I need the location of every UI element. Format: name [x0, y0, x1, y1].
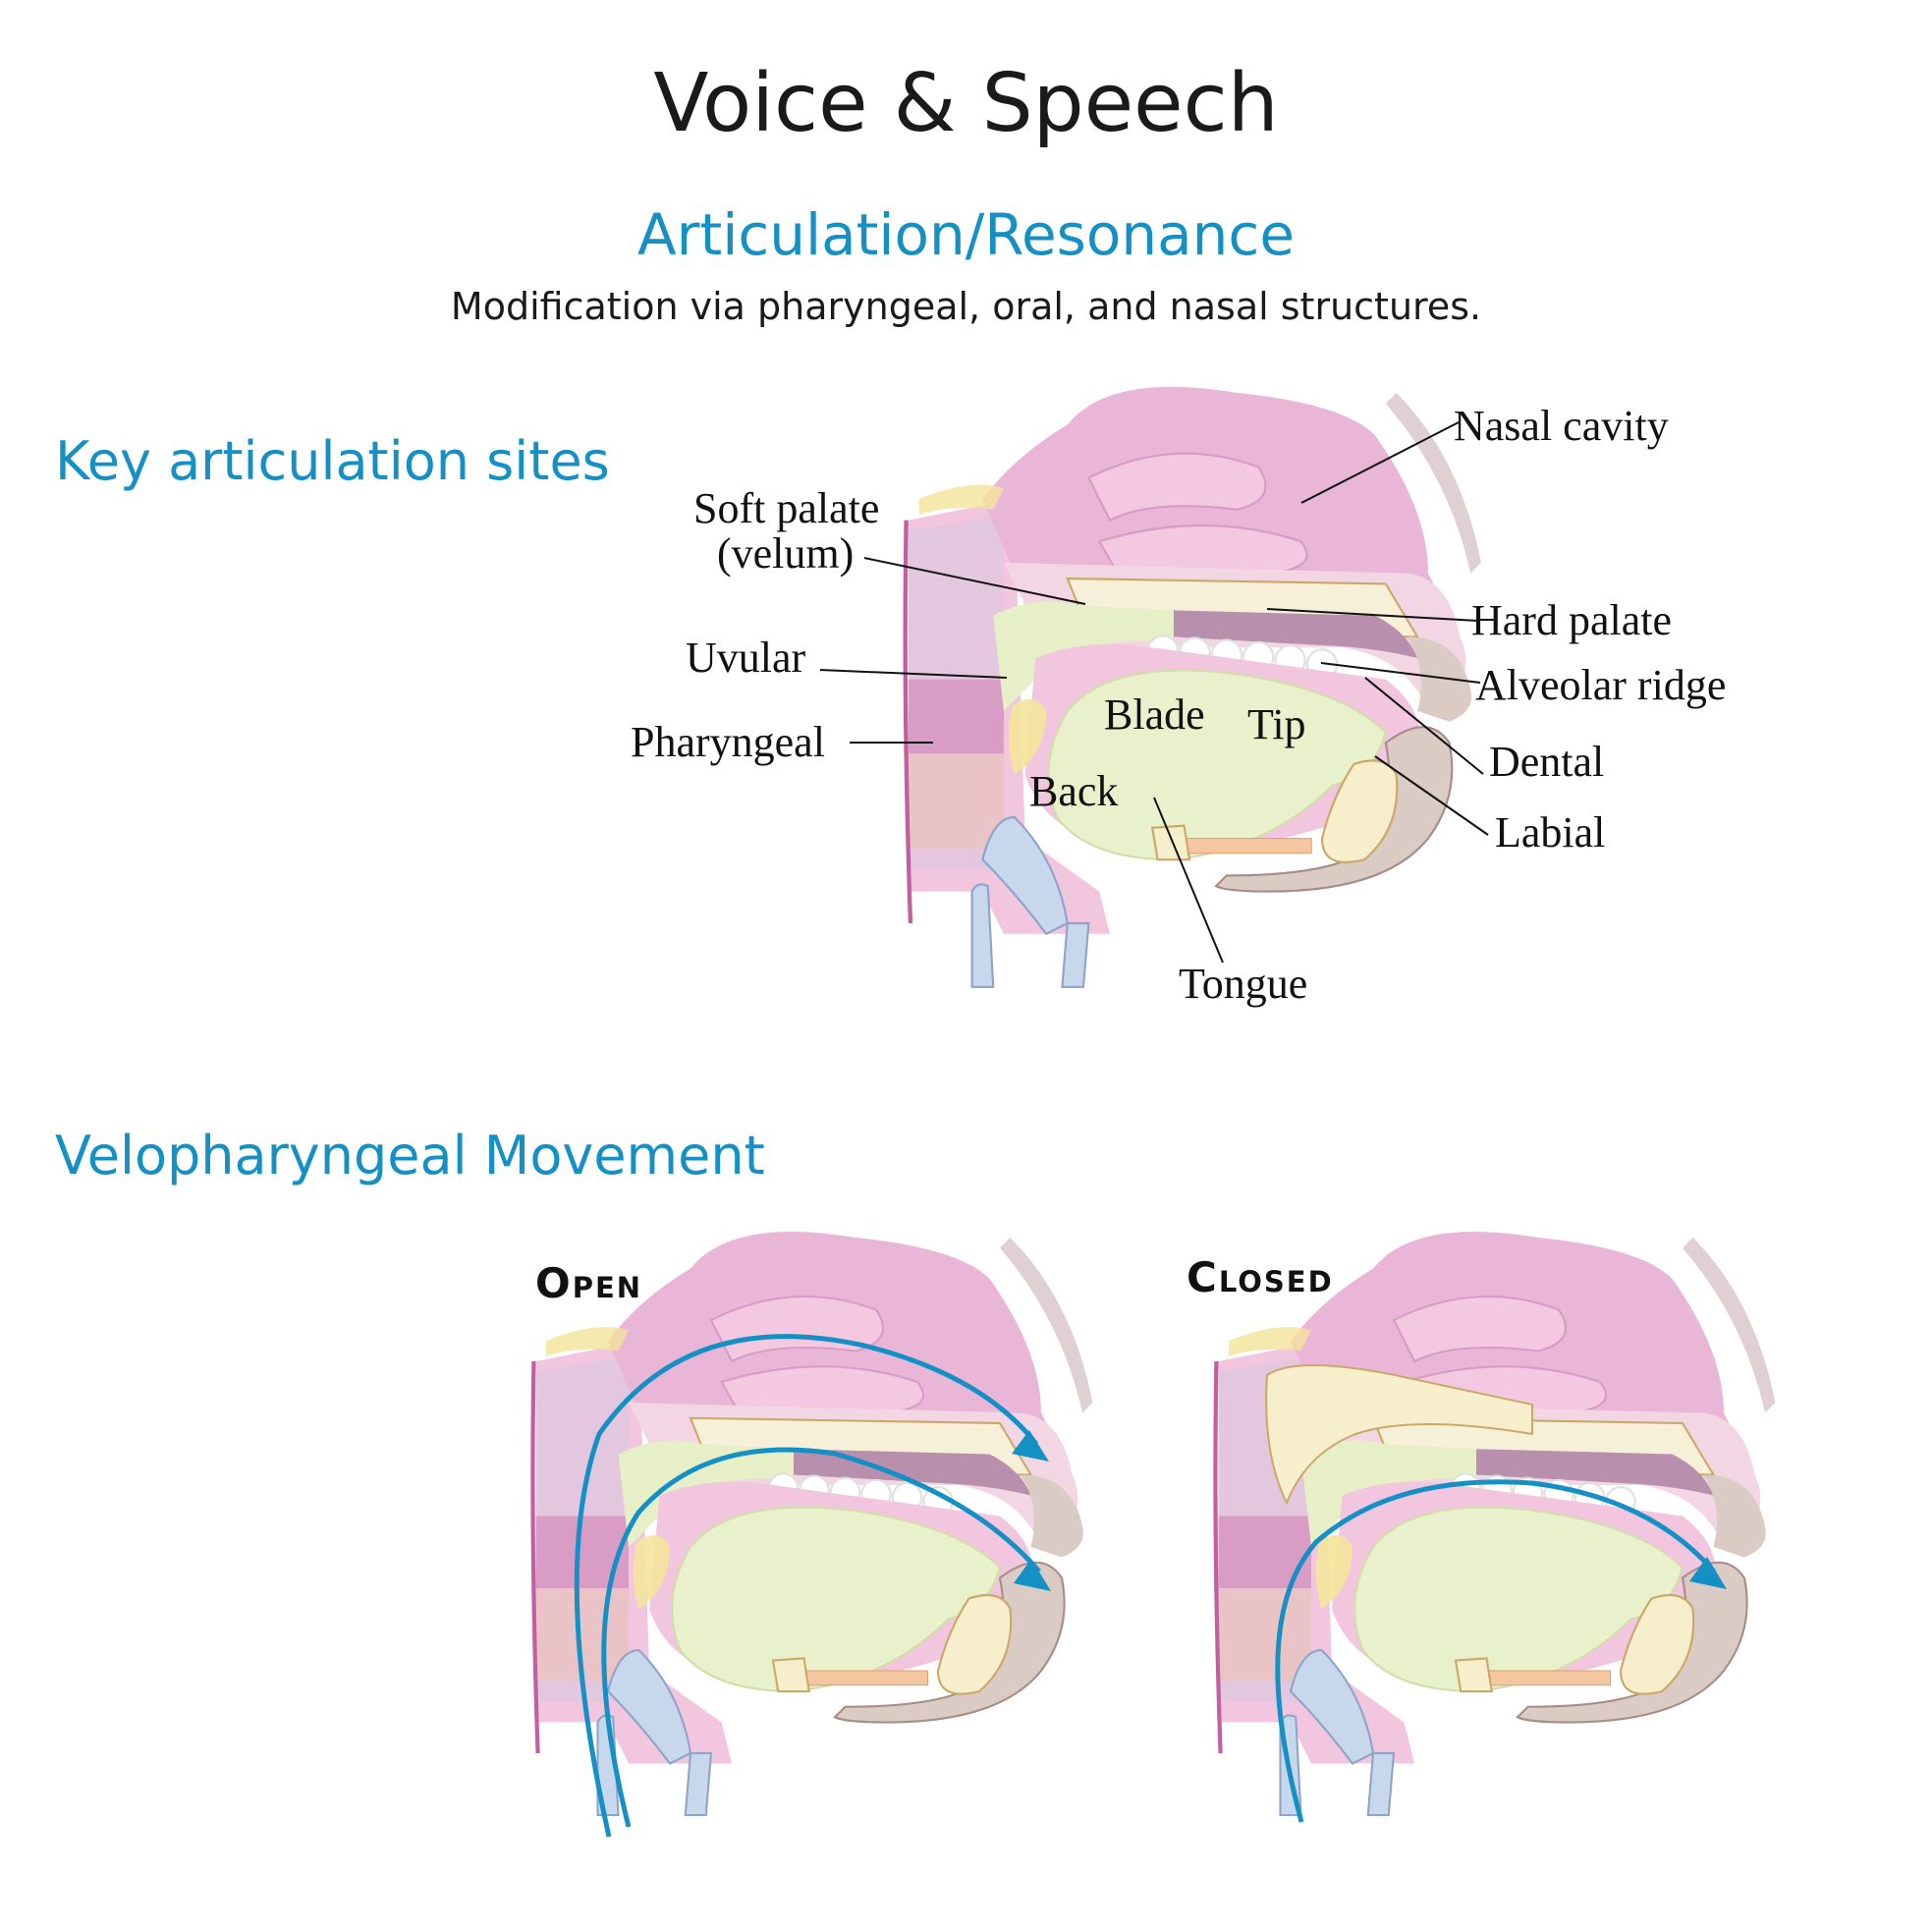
- state-label-open: Open: [535, 1259, 643, 1307]
- label-soft-palate: Soft palate: [693, 484, 879, 532]
- label-nasal-cavity: Nasal cavity: [1454, 402, 1669, 450]
- page-description: Modification via pharyngeal, oral, and n…: [450, 285, 1482, 328]
- open-head-diagram: [532, 1232, 1092, 1838]
- label-alveolar-ridge: Alveolar ridge: [1475, 661, 1726, 709]
- label-velum: (velum): [717, 529, 854, 578]
- state-label-closed: Closed: [1187, 1253, 1334, 1301]
- label-uvular: Uvular: [686, 634, 806, 682]
- label-dental: Dental: [1489, 738, 1604, 786]
- main-head-diagram: [906, 387, 1481, 987]
- diagram-labels: Nasal cavity Soft palate (velum) Hard pa…: [631, 402, 1726, 1008]
- label-leader-lines: [819, 421, 1489, 964]
- page-title: Voice & Speech: [653, 57, 1279, 150]
- label-labial: Labial: [1495, 808, 1605, 856]
- closed-head-diagram: [1215, 1232, 1775, 1823]
- label-hard-palate: Hard palate: [1471, 596, 1672, 644]
- page-subtitle: Articulation/Resonance: [636, 201, 1296, 268]
- section-heading-velopharyngeal: Velopharyngeal Movement: [55, 1125, 765, 1187]
- label-pharyngeal: Pharyngeal: [631, 718, 825, 766]
- section-heading-articulation-sites: Key articulation sites: [55, 430, 610, 492]
- label-blade: Blade: [1104, 690, 1205, 739]
- label-tongue: Tongue: [1179, 960, 1307, 1008]
- label-back: Back: [1029, 767, 1118, 815]
- label-tip: Tip: [1247, 700, 1306, 748]
